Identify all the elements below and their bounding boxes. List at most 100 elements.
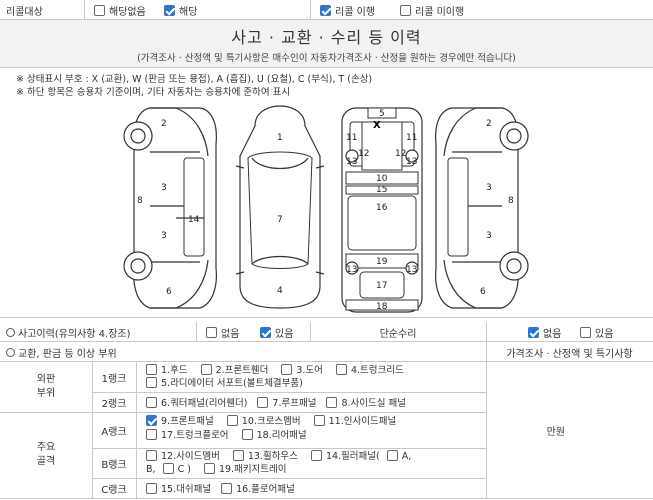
- pillar-a-option[interactable]: A,: [386, 450, 411, 462]
- parts-header-label: 교환, 판금 등 이상 부위: [18, 348, 117, 360]
- right-car-label-3b: 3: [486, 231, 492, 241]
- part-14-option[interactable]: 14.필러패널(: [310, 450, 380, 462]
- accident-yes-checkbox[interactable]: [260, 326, 271, 338]
- part-5-checkbox[interactable]: [146, 377, 157, 388]
- part-7-option[interactable]: 7.루프패널: [257, 395, 316, 409]
- frame-mark-x: X: [373, 120, 381, 131]
- part-9-option[interactable]: 9.프론트패널: [146, 415, 214, 427]
- part-8-option[interactable]: 8.사이드실 패널: [326, 395, 406, 409]
- part-12-option[interactable]: 12.사이드멤버: [146, 450, 220, 462]
- legend-line-2: ※ 하단 항목은 승용차 기준이며, 기타 자동차는 승용차에 준하여 표시: [16, 87, 291, 98]
- part-5-option[interactable]: 5.라디에이터 서포트(볼트체결부품): [146, 377, 303, 389]
- price-value[interactable]: 만원: [546, 426, 565, 438]
- accident-no-option[interactable]: 없음: [206, 322, 239, 342]
- frame-label-16: 16: [376, 203, 388, 213]
- recall-none-option[interactable]: 해당없음: [94, 0, 146, 20]
- simple-no-checkbox[interactable]: [528, 326, 539, 338]
- accident-row: 사고이력(유의사항 4.장조) 없음 있음 단순수리 없음 있음: [0, 322, 653, 342]
- frame-label-17: 17: [376, 281, 387, 291]
- left-car-label-8: 8: [137, 196, 143, 206]
- rank-b-items: 12.사이드멤버 13.휠하우스 14.필러패널( A, B, C ) 19.패…: [146, 450, 482, 476]
- frame-label-10: 10: [376, 174, 388, 184]
- part-6-option[interactable]: 6.쿼터패널(리어휀더): [146, 395, 247, 409]
- top-car-label-1: 1: [277, 133, 283, 143]
- recall-applicable-option[interactable]: 해당: [164, 0, 197, 20]
- rank1-items: 1.후드 2.프론트휀더 3.도어 4.트렁크리드 5.라디에이터 서포트(볼트…: [146, 364, 482, 390]
- frame-label-12b: 12: [395, 149, 406, 159]
- part-13-checkbox[interactable]: [232, 450, 244, 461]
- frame-label-13c: 13: [346, 265, 357, 275]
- part-6-checkbox[interactable]: [146, 397, 157, 408]
- part-3-checkbox[interactable]: [281, 364, 293, 375]
- price-header-label: 가격조사 · 산정액 및 특기사항: [506, 348, 633, 360]
- accident-yes-option[interactable]: 있음: [260, 322, 293, 342]
- part-12-checkbox[interactable]: [146, 450, 157, 461]
- part-16-option[interactable]: 16.플로어패널: [221, 481, 295, 495]
- part-18-option[interactable]: 18.리어패널: [241, 429, 307, 441]
- simple-no-option[interactable]: 없음: [528, 322, 561, 342]
- pillar-c-checkbox[interactable]: [162, 463, 174, 474]
- left-car-label-6: 6: [166, 287, 172, 297]
- part-3-option[interactable]: 3.도어: [281, 364, 323, 376]
- damage-diagram: 2 3 8 14 3 6 1 7 4 5 X 11 11 12 12 13 13…: [0, 96, 653, 318]
- part-11-checkbox[interactable]: [313, 415, 325, 426]
- part-11-option[interactable]: 11.인사이드패널: [313, 415, 396, 427]
- part-15-checkbox[interactable]: [146, 483, 157, 494]
- recall-applicable-checkbox[interactable]: [164, 4, 175, 16]
- frame-label-13d: 13: [406, 265, 417, 275]
- part-1-checkbox[interactable]: [146, 364, 157, 375]
- frame-label-19: 19: [376, 257, 388, 267]
- part-17-checkbox[interactable]: [146, 429, 157, 440]
- frame-label-5: 5: [379, 109, 385, 119]
- part-14-checkbox[interactable]: [310, 450, 322, 461]
- rank-b-label: B랭크: [101, 459, 127, 471]
- frame-label-13a: 13: [346, 157, 357, 167]
- frame-label-13b: 13: [406, 157, 417, 167]
- pillar-a-checkbox[interactable]: [386, 450, 398, 461]
- frame-diagram: [341, 107, 423, 313]
- outer-group-label: 외판 부위: [36, 374, 56, 399]
- part-13-option[interactable]: 13.휠하우스: [232, 450, 298, 462]
- part-10-option[interactable]: 10.크로스멤버: [226, 415, 301, 427]
- left-car-label-3a: 3: [161, 183, 167, 193]
- recall-done-checkbox[interactable]: [320, 4, 331, 16]
- part-8-checkbox[interactable]: [326, 397, 338, 408]
- recall-label: 리콜대상: [6, 6, 43, 18]
- part-16-checkbox[interactable]: [221, 483, 233, 494]
- part-19-option[interactable]: 19.패키지트레이: [203, 463, 287, 475]
- recall-done-option[interactable]: 리콜 이행: [320, 0, 375, 20]
- right-car-label-8: 8: [508, 196, 514, 206]
- part-1-option[interactable]: 1.후드: [146, 364, 188, 376]
- rank2-label: 2랭크: [101, 398, 127, 410]
- legend-line-1: ※ 상태표시 부호 : X (교환), W (판금 또는 용접), A (흠집)…: [16, 74, 373, 85]
- pillar-c-option[interactable]: C ): [162, 463, 191, 475]
- pillar-b-option[interactable]: B,: [146, 464, 156, 475]
- part-4-checkbox[interactable]: [335, 364, 347, 375]
- left-side-car: [123, 107, 217, 309]
- part-7-checkbox[interactable]: [257, 397, 269, 408]
- top-car-label-4: 4: [277, 286, 283, 296]
- simple-repair-label: 단순수리: [379, 328, 417, 340]
- right-car-label-3a: 3: [486, 183, 492, 193]
- parts-header-row: 교환, 판금 등 이상 부위 가격조사 · 산정액 및 특기사항: [0, 342, 653, 362]
- accident-no-checkbox[interactable]: [206, 326, 217, 338]
- part-4-option[interactable]: 4.트렁크리드: [335, 364, 404, 376]
- part-17-option[interactable]: 17.트렁크플로어: [146, 429, 229, 441]
- part-19-checkbox[interactable]: [203, 463, 215, 474]
- rank-a-label: A랭크: [101, 426, 127, 438]
- accident-label: 사고이력(유의사항 4.장조): [18, 328, 131, 340]
- part-2-checkbox[interactable]: [200, 364, 212, 375]
- part-9-checkbox[interactable]: [146, 415, 157, 426]
- recall-not-done-option[interactable]: 리콜 미이행: [400, 0, 464, 20]
- simple-yes-option[interactable]: 있음: [580, 322, 613, 342]
- part-15-option[interactable]: 15.대쉬패널: [146, 481, 211, 495]
- recall-not-done-checkbox[interactable]: [400, 4, 411, 16]
- part-2-option[interactable]: 2.프론트휀더: [200, 364, 268, 376]
- frame-label-11a: 11: [346, 133, 357, 143]
- part-18-checkbox[interactable]: [241, 429, 253, 440]
- simple-yes-checkbox[interactable]: [580, 326, 591, 338]
- rank1-label: 1랭크: [101, 373, 127, 385]
- recall-none-checkbox[interactable]: [94, 4, 105, 16]
- part-10-checkbox[interactable]: [226, 415, 238, 426]
- right-car-label-6: 6: [480, 287, 486, 297]
